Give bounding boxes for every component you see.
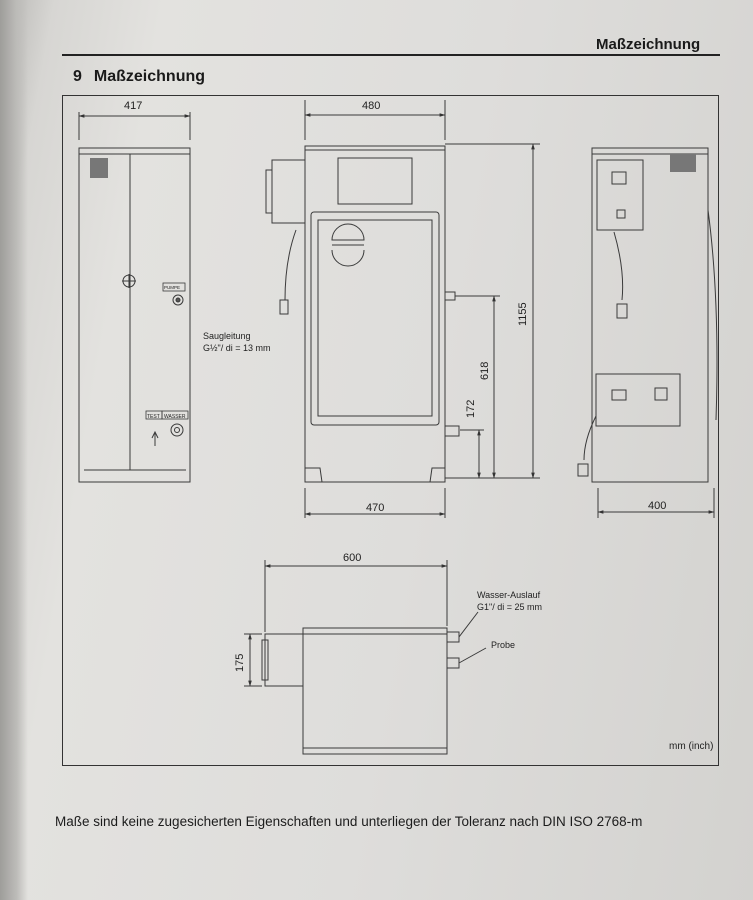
vent-grille-icon [670, 154, 696, 172]
side-view-right [577, 147, 718, 518]
dim-height-mid: 618 [479, 362, 491, 380]
arrow-up-icon [151, 430, 159, 446]
section-number: 9 [73, 68, 82, 85]
side-view-left [78, 112, 191, 483]
unit-note: mm (inch) [669, 741, 714, 752]
section-heading: 9 Maßzeichnung [73, 68, 205, 86]
drawing-frame [62, 95, 719, 766]
page-fold-shadow [0, 0, 28, 900]
dim-height-total: 1155 [517, 302, 529, 326]
label-wasser-auslauf-spec: G1"/ di = 25 mm [477, 602, 542, 612]
dim-front-top-width: 480 [362, 100, 380, 112]
label-wasser-auslauf: Wasser-Auslauf [477, 590, 541, 600]
header-rule [62, 54, 720, 56]
dim-height-low: 172 [465, 400, 477, 418]
footnote: Maße sind keine zugesicherten Eigenschaf… [55, 814, 643, 829]
dim-front-bottom-width: 470 [366, 502, 384, 514]
dim-top-view-depth: 175 [234, 654, 246, 672]
top-view [244, 560, 487, 755]
dim-side-right-width: 400 [648, 500, 666, 512]
running-header: Maßzeichnung [596, 36, 701, 53]
dim-side-left-width: 417 [124, 100, 142, 112]
front-view [265, 100, 540, 518]
label-saugleitung: Saugleitung [203, 331, 251, 341]
dim-top-view-width: 600 [343, 552, 361, 564]
label-test: TEST [147, 414, 160, 420]
label-wasser: WASSER [164, 414, 186, 420]
label-probe: Probe [491, 640, 515, 650]
label-saugleitung-spec: G½"/ di = 13 mm [203, 343, 270, 353]
vent-grille-icon [90, 158, 108, 178]
section-title: Maßzeichnung [93, 68, 206, 85]
label-pump: PUMPE [164, 285, 180, 290]
